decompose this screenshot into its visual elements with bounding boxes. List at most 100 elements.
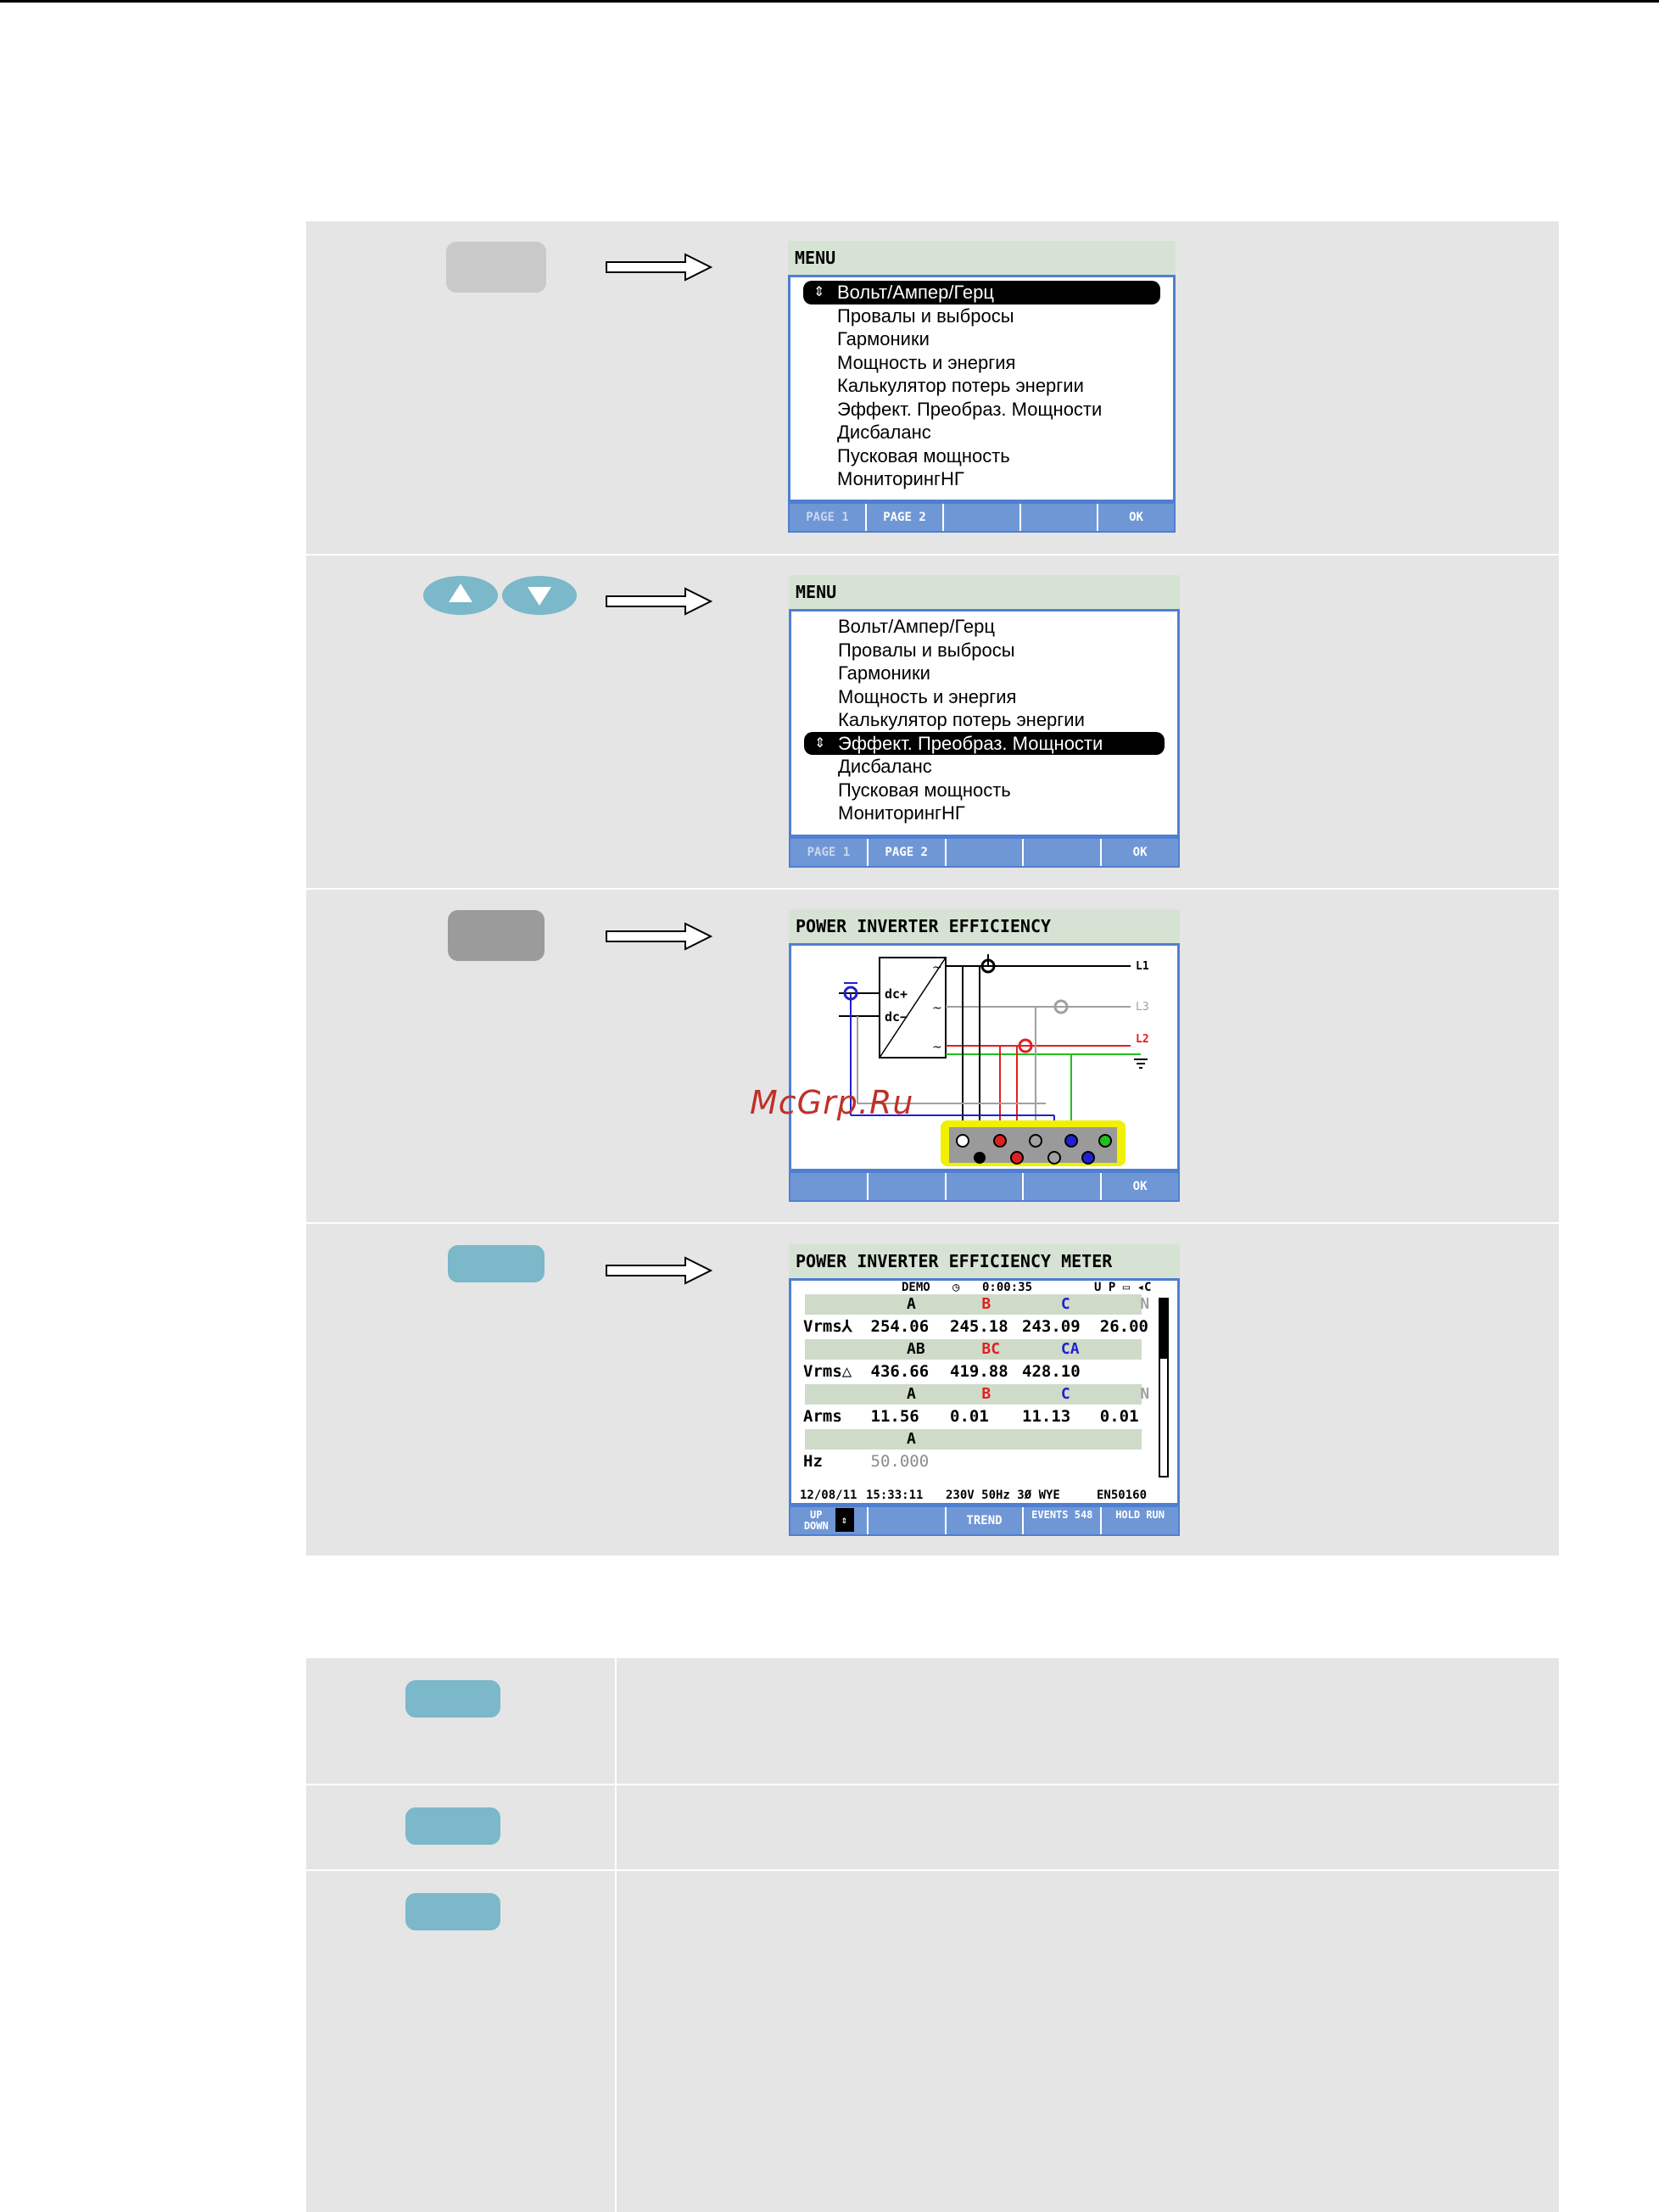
softkey-3[interactable] <box>944 504 1021 531</box>
diagram-area: dc+ dc− ~ ~ ~ L1 L3 L2 <box>789 943 1180 1171</box>
softkey-page1[interactable]: PAGE 1 <box>790 839 869 866</box>
softkey-3[interactable] <box>947 1173 1025 1200</box>
softkey-page1[interactable]: PAGE 1 <box>790 504 867 531</box>
l2-label: L2 <box>1136 1033 1149 1046</box>
menu-item-label: Вольт/Ампер/Герц <box>838 616 996 637</box>
table-cell-value: 0.01 <box>950 1407 989 1426</box>
menu-item[interactable]: ⇕Вольт/Ампер/Герц <box>803 281 1160 304</box>
softkey-2[interactable] <box>869 1173 947 1200</box>
softkey-3[interactable] <box>947 839 1025 866</box>
connection-diagram-screen: POWER INVERTER EFFICIENCY dc+ dc− ~ ~ ~ … <box>789 909 1180 1202</box>
arrow-down-key[interactable] <box>501 575 578 616</box>
menu-item-label: Провалы и выбросы <box>837 304 1014 327</box>
menu-item[interactable]: Калькулятор потерь энергии <box>791 708 1177 732</box>
svg-text:~: ~ <box>932 1041 942 1054</box>
softkey-button-1[interactable] <box>405 1680 500 1718</box>
softkey-ok[interactable]: OK <box>1132 846 1148 859</box>
softkey-button-3[interactable] <box>405 1893 500 1930</box>
softkey-4[interactable] <box>1021 504 1098 531</box>
row-divider <box>306 554 1559 556</box>
menu-item[interactable]: Гармоники <box>790 327 1173 351</box>
softkey-up-down[interactable]: UP DOWN ⇕ <box>790 1507 869 1534</box>
right-arrow-icon <box>606 253 713 282</box>
row-label: Vrms△ <box>803 1362 852 1381</box>
menu-item[interactable]: Вольт/Ампер/Герц <box>791 615 1177 639</box>
table-cell-value: 245.18 <box>950 1317 1008 1336</box>
menu-item[interactable]: Мощность и энергия <box>791 685 1177 709</box>
table-header-row <box>805 1294 1142 1315</box>
softkey-ok[interactable]: OK <box>1129 511 1143 524</box>
column-header: A <box>907 1430 916 1448</box>
table-header-row <box>805 1384 1142 1405</box>
softkey-hold-run[interactable]: HOLD RUN <box>1115 1509 1165 1521</box>
table-cell-value: 50.000 <box>870 1452 930 1471</box>
menu-item[interactable]: ⇕Эффект. Преобраз. Мощности <box>804 731 1165 755</box>
column-header: BC <box>981 1340 1001 1358</box>
menu-item[interactable]: Эффект. Преобраз. Мощности <box>790 398 1173 422</box>
dc-minus-label: dc− <box>885 1009 908 1025</box>
table-cell-value: 26.00 <box>1099 1317 1148 1336</box>
timer-value: 0:00:35 <box>982 1281 1033 1294</box>
menu-item[interactable]: Калькулятор потерь энергии <box>790 374 1173 398</box>
column-header: N <box>1140 1295 1150 1313</box>
menu-item-label: Эффект. Преобраз. Мощности <box>837 398 1103 420</box>
softkey-bar: OK <box>789 1171 1180 1202</box>
menu-item[interactable]: Провалы и выбросы <box>790 304 1173 328</box>
softkey-trend[interactable]: TREND <box>947 1507 1025 1534</box>
menu-item[interactable]: Дисбаланс <box>790 421 1173 444</box>
enter-key[interactable] <box>448 910 545 961</box>
page-top-rule <box>0 0 1659 3</box>
softkey-page2[interactable]: PAGE 2 <box>869 839 947 866</box>
dc-plus-label: dc+ <box>885 986 908 1002</box>
softkey-4[interactable] <box>1024 1173 1103 1200</box>
l3-label: L3 <box>1136 1001 1149 1014</box>
menu-item[interactable]: Дисбаланс <box>791 755 1177 779</box>
scrollbar[interactable] <box>1159 1298 1169 1477</box>
watermark: McGrp.Ru <box>750 1084 914 1121</box>
menu-item[interactable]: Мощность и энергия <box>790 351 1173 375</box>
row-divider <box>306 1784 1559 1785</box>
menu-key[interactable] <box>446 242 546 293</box>
menu-item[interactable]: МониторингНГ <box>790 467 1173 491</box>
menu-item[interactable]: МониторингНГ <box>791 802 1177 825</box>
menu-item-label: Провалы и выбросы <box>838 639 1015 661</box>
table-cell-value: 419.88 <box>950 1362 1008 1381</box>
softkey-bar: PAGE 1 PAGE 2 OK <box>789 837 1180 868</box>
softkey-bar: PAGE 1 PAGE 2 OK <box>788 502 1176 533</box>
column-header: A <box>907 1295 916 1313</box>
ok-softkey-button[interactable] <box>448 1245 545 1282</box>
softkey-ok[interactable]: OK <box>1132 1180 1148 1193</box>
row-divider <box>306 888 1559 890</box>
scrollbar-thumb[interactable] <box>1160 1299 1167 1359</box>
up-down-icon: ⇕ <box>835 1508 854 1532</box>
footer-date: 12/08/11 <box>800 1489 857 1502</box>
table-header-row <box>805 1339 1142 1360</box>
efficiency-meter-screen: POWER INVERTER EFFICIENCY METER DEMO ◷ 0… <box>789 1244 1180 1536</box>
menu-item[interactable]: Гармоники <box>791 662 1177 685</box>
menu-item[interactable]: Пусковая мощность <box>790 444 1173 468</box>
menu-item-label: Дисбаланс <box>838 756 932 777</box>
footer-standard: EN50160 <box>1097 1489 1148 1502</box>
column-header: N <box>1140 1385 1150 1403</box>
menu-item[interactable]: Провалы и выбросы <box>791 639 1177 662</box>
softkey-page2[interactable]: PAGE 2 <box>867 504 944 531</box>
menu-item-label: Гармоники <box>837 328 930 349</box>
demo-label: DEMO <box>902 1281 930 1294</box>
table-cell-value: 428.10 <box>1022 1362 1081 1381</box>
softkey-4[interactable] <box>1024 839 1103 866</box>
softkey-button-2[interactable] <box>405 1807 500 1845</box>
menu-item-label: Мощность и энергия <box>837 351 1016 373</box>
table-cell-value: 11.13 <box>1022 1407 1071 1426</box>
menu-item-label: Вольт/Ампер/Герц <box>837 282 995 303</box>
softkey-1[interactable] <box>790 1173 869 1200</box>
column-header: A <box>907 1385 916 1403</box>
footer-time: 15:33:11 <box>866 1489 924 1502</box>
softkey-events[interactable]: EVENTS 548 <box>1024 1507 1103 1534</box>
menu-item[interactable]: Пусковая мощность <box>791 779 1177 802</box>
arrow-up-key[interactable] <box>422 575 499 616</box>
softkey-2[interactable] <box>869 1507 947 1534</box>
up-down-icon: ⇕ <box>814 735 826 751</box>
